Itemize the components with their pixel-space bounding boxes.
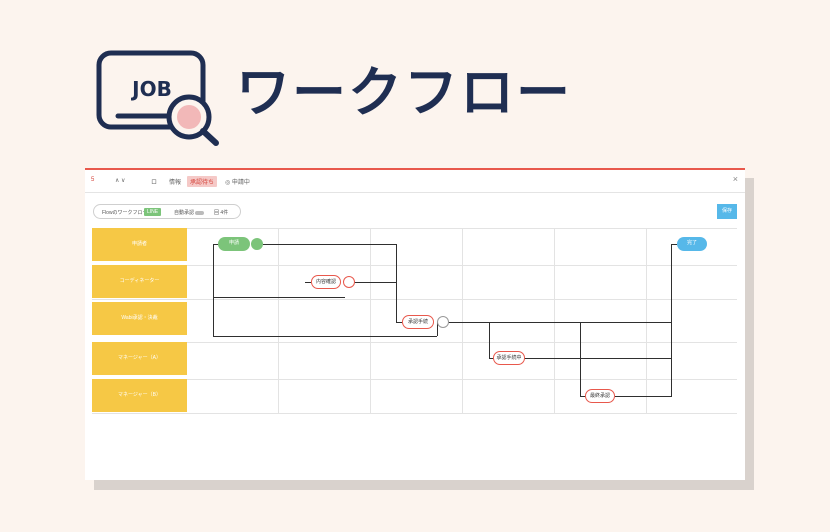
connector: [523, 358, 672, 359]
connector: [489, 358, 495, 359]
node-start[interactable]: 申請: [218, 237, 250, 251]
titlebar-text-3: ◎ 申請中: [225, 180, 250, 186]
connector: [213, 244, 219, 245]
titlebar-text-1: ロ: [151, 180, 158, 186]
node-manager-b[interactable]: 最終承認: [585, 389, 615, 403]
grid-line: [92, 265, 737, 266]
connector: [580, 322, 581, 396]
connector: [489, 322, 490, 358]
grid-line: [554, 228, 555, 413]
job-text: JOB: [130, 77, 172, 101]
status-badge: 承認待ち: [187, 176, 218, 187]
number-badge: 5: [91, 177, 95, 183]
titlebar-text-2: 情報: [169, 180, 182, 186]
node-end[interactable]: 完了: [677, 237, 707, 251]
lane-label-coordinator: コーディネーター: [92, 265, 187, 298]
workflow-canvas: 申請者 コーディネーター Wabi承認・決裁 マネージャー（A） マネージャー（…: [85, 170, 745, 482]
lane-label-manager-a: マネージャー（A）: [92, 342, 187, 375]
flow-label: Flowのワークフロー: [102, 210, 148, 216]
page-title: ワークフロー: [236, 61, 572, 124]
connector: [671, 244, 677, 245]
grid-line: [92, 299, 737, 300]
grid-line: [646, 228, 647, 413]
grid-line: [92, 228, 737, 229]
grid-line: [92, 342, 737, 343]
close-icon[interactable]: ×: [732, 174, 738, 184]
connector: [447, 322, 672, 323]
lane-label-approval: Wabi承認・決裁: [92, 302, 187, 335]
node-manager-a[interactable]: 承認手続中: [493, 351, 525, 365]
connector: [213, 244, 214, 336]
grid-line: [92, 379, 737, 380]
connector: [671, 244, 672, 396]
auto-approve-toggle[interactable]: 自動承認: [174, 209, 205, 216]
workflow-window: 5 ∧ ∨ ロ 情報 承認待ち ◎ 申請中 × Flowのワークフロー LINE…: [85, 168, 745, 480]
monitor-magnifier-icon: JOB: [96, 50, 219, 146]
connector: [213, 336, 437, 337]
node-approval-port[interactable]: [437, 316, 449, 328]
count-label: 回 4件: [214, 210, 229, 216]
save-button[interactable]: 保存: [717, 204, 737, 219]
line-tag[interactable]: LINE: [144, 208, 162, 216]
connector: [353, 282, 397, 283]
nav-arrows[interactable]: ∧ ∨: [115, 178, 126, 184]
connector: [396, 322, 402, 323]
grid-line: [462, 228, 463, 413]
node-approval[interactable]: 承認手続: [402, 315, 434, 329]
lane-label-manager-b: マネージャー（B）: [92, 379, 187, 412]
toolbar: Flowのワークフロー LINE 自動承認 回 4件: [93, 204, 241, 219]
toggle-label: 自動承認: [174, 210, 195, 216]
grid-line: [278, 228, 279, 413]
grid-line: [92, 413, 737, 414]
toggle-icon[interactable]: [195, 210, 205, 215]
connector: [396, 244, 397, 322]
connector: [437, 322, 438, 336]
connector: [305, 282, 311, 283]
connector: [615, 396, 672, 397]
window-titlebar: 5 ∧ ∨ ロ 情報 承認待ち ◎ 申請中 ×: [85, 170, 745, 193]
connector: [213, 297, 345, 298]
node-coordinator[interactable]: 内容確認: [311, 275, 341, 289]
node-start-port[interactable]: [251, 238, 263, 250]
node-coordinator-port[interactable]: [343, 276, 355, 288]
grid-line: [370, 228, 371, 413]
connector: [263, 244, 397, 245]
lane-label-applicant: 申請者: [92, 228, 187, 261]
connector: [580, 396, 586, 397]
